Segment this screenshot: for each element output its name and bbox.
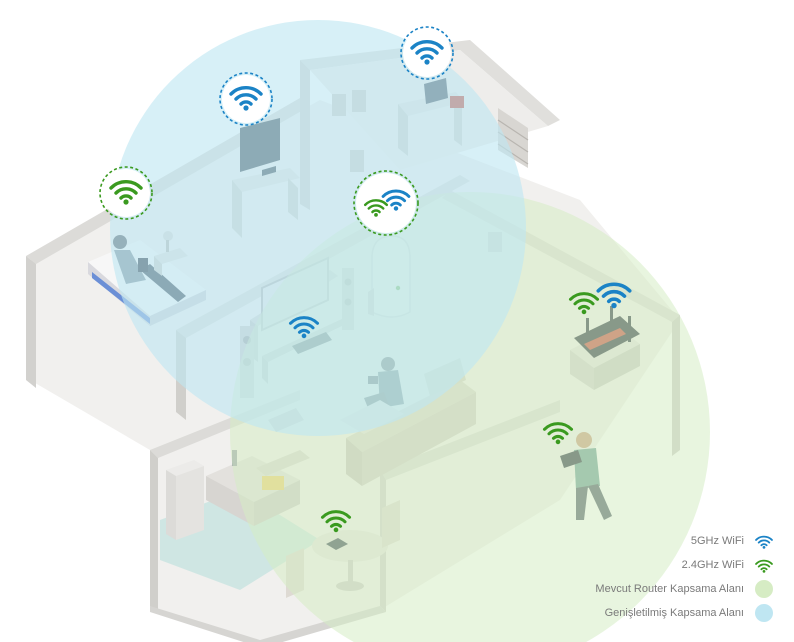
- bedroom-wifi-badge: [99, 166, 153, 220]
- legend-label: 5GHz WiFi: [690, 535, 744, 547]
- legend: 5GHz WiFi 2.4GHz WiFi Mevcut Router Kaps…: [514, 530, 774, 626]
- extended-coverage-area: [110, 20, 526, 436]
- legend-label: Genişletilmiş Kapsama Alanı: [604, 607, 744, 619]
- extender-wifi-badge: [353, 170, 419, 236]
- router-coverage-swatch: [755, 580, 773, 598]
- office-wifi-badge: [400, 26, 454, 80]
- tv-wifi-badge: [219, 72, 273, 126]
- fridge: [166, 460, 204, 476]
- wifi-5ghz-icon: [754, 531, 774, 551]
- extended-coverage-swatch: [755, 604, 773, 622]
- legend-item-router-coverage: Mevcut Router Kapsama Alanı: [514, 578, 774, 600]
- legend-label: 2.4GHz WiFi: [681, 559, 744, 571]
- legend-item-5ghz: 5GHz WiFi: [514, 530, 774, 552]
- legend-item-24ghz: 2.4GHz WiFi: [514, 554, 774, 576]
- legend-item-extended-coverage: Genişletilmiş Kapsama Alanı: [514, 602, 774, 624]
- wifi-24ghz-icon: [754, 555, 774, 575]
- legend-label: Mevcut Router Kapsama Alanı: [595, 583, 744, 595]
